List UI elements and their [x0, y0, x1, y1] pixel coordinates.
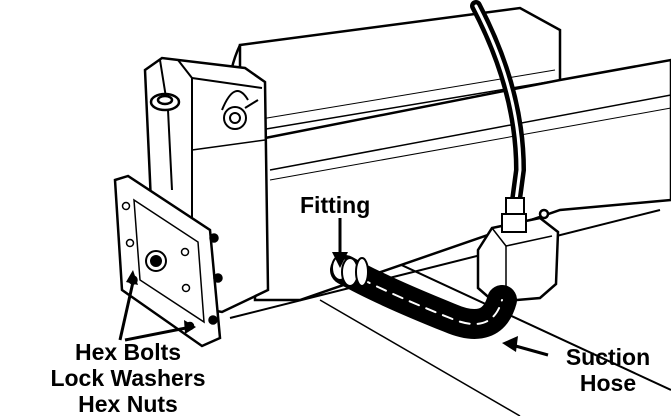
arrow-heads	[126, 252, 518, 352]
suction-label: Suction	[565, 344, 651, 370]
fastener-labels: Hex Bolts Lock Washers Hex Nuts	[8, 339, 248, 417]
hose-fitting	[331, 255, 369, 287]
callout-arrows	[118, 218, 549, 357]
main-housing	[253, 58, 671, 302]
hex-nuts-label: Hex Nuts	[78, 391, 178, 417]
hose-label: Hose	[579, 370, 637, 396]
lock-pin	[221, 90, 259, 130]
hex-bolts-label: Hex Bolts	[74, 339, 182, 365]
plate-hub	[145, 250, 167, 272]
suction-hose-label: Suction Hose	[553, 344, 663, 396]
fitting-label: Fitting	[300, 192, 371, 218]
upper-hose	[470, 0, 527, 206]
hex-bolts	[121, 201, 223, 331]
upper-hose-fitting	[501, 197, 527, 233]
lock-washers-label: Lock Washers	[50, 365, 206, 391]
